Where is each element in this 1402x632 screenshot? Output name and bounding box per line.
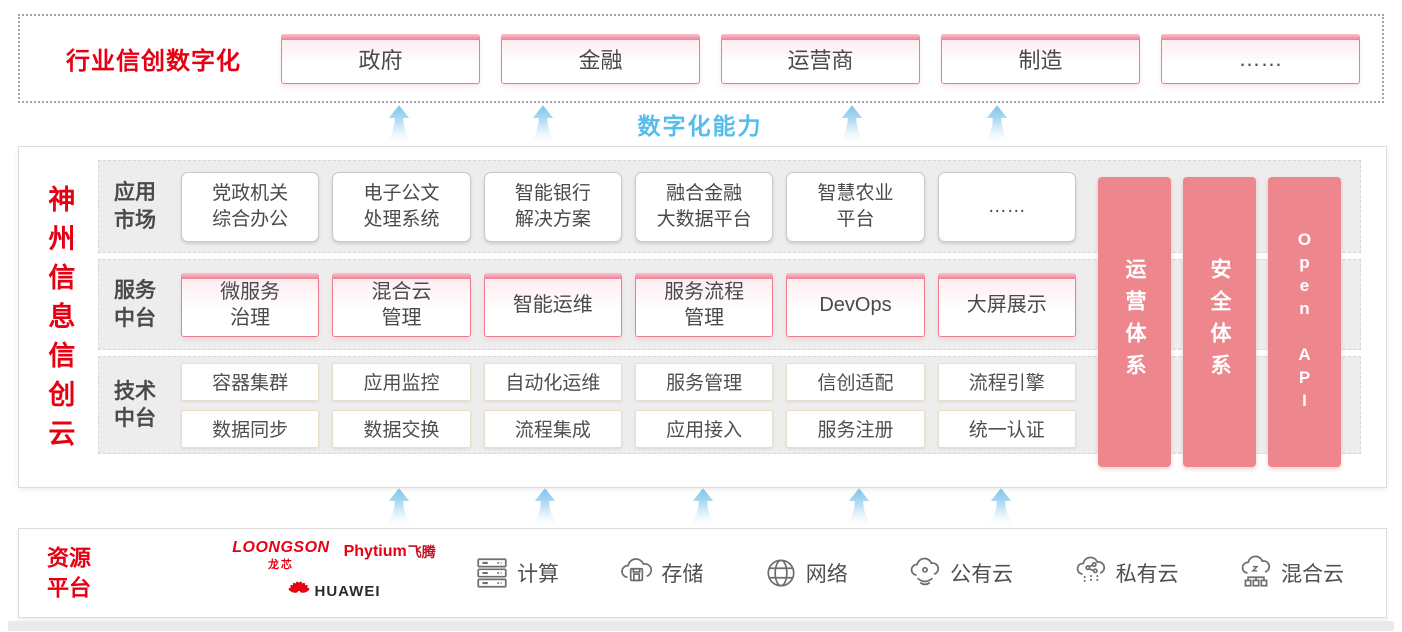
resource-item-label: 存储 bbox=[661, 563, 704, 586]
up-arrow-icon bbox=[839, 105, 865, 143]
sidebar-label: 运营体系 bbox=[1123, 258, 1146, 386]
app-box: 融合金融 大数据平台 bbox=[634, 171, 774, 242]
loongson-logo: LOONGSON 龙芯 bbox=[232, 539, 329, 572]
resource-item-network: 网络 bbox=[763, 555, 848, 591]
up-arrow-icon bbox=[386, 488, 412, 526]
sidebar-security-system: 安全体系 bbox=[1183, 177, 1256, 467]
row-label: 技术 中台 bbox=[114, 379, 156, 430]
app-box: 党政机关 综合办公 bbox=[181, 171, 320, 242]
loongson-name: LOONGSON bbox=[232, 539, 330, 556]
app-box: 智能银行 解决方案 bbox=[483, 171, 622, 242]
hybrid-cloud-icon bbox=[1241, 555, 1271, 587]
cloud-platform-panel: 神州信息信创云 应用 市场 党政机关 综合办公 电子公文 处理系统 智能银行 解… bbox=[18, 146, 1387, 488]
tech-line-top: 容器集群 应用监控 自动化运维 服务管理 信创适配 流程引擎 bbox=[181, 362, 1076, 401]
tech-box: 服务注册 bbox=[786, 409, 925, 448]
industry-box-operator: 运营商 bbox=[721, 33, 920, 84]
up-arrow-icon bbox=[846, 488, 872, 526]
up-arrow-icon bbox=[386, 105, 412, 143]
service-box: 大屏展示 bbox=[937, 272, 1077, 337]
huawei-flower-icon bbox=[288, 581, 309, 593]
tech-box: 容器集群 bbox=[181, 362, 320, 401]
private-cloud-icon bbox=[1076, 556, 1105, 583]
resource-item-label: 私有云 bbox=[1115, 563, 1179, 586]
resource-item-label: 网络 bbox=[805, 563, 848, 586]
up-arrow-icon bbox=[530, 105, 556, 143]
resource-platform-title: 资源 平台 bbox=[47, 545, 92, 600]
resource-item-public-cloud: 公有云 bbox=[907, 555, 1013, 591]
industry-banner: 行业信创数字化 政府 金融 运营商 制造 …… bbox=[18, 14, 1384, 103]
bottom-divider-strip bbox=[8, 621, 1394, 631]
up-arrow-icon bbox=[984, 105, 1010, 143]
industry-label: …… bbox=[1238, 45, 1283, 71]
service-platform-items: 微服务 治理 混合云 管理 智能运维 服务流程 管理 DevOps 大屏展示 bbox=[181, 260, 1077, 349]
phytium-sub: 飞腾 bbox=[407, 544, 436, 560]
tech-box: 数据同步 bbox=[181, 409, 320, 448]
resource-item-private-cloud: 私有云 bbox=[1073, 555, 1179, 591]
row-app-market: 应用 市场 党政机关 综合办公 电子公文 处理系统 智能银行 解决方案 融合金融… bbox=[98, 160, 1361, 253]
industry-label: 运营商 bbox=[787, 47, 854, 73]
banner-title: 行业信创数字化 bbox=[66, 48, 241, 75]
huawei-name: HUAWEI bbox=[314, 582, 381, 600]
sidebar-label: 安全体系 bbox=[1208, 258, 1231, 386]
app-box: 电子公文 处理系统 bbox=[332, 171, 471, 242]
resource-item-hybrid-cloud: 混合云 bbox=[1238, 555, 1344, 591]
app-box: 智慧农业 平台 bbox=[786, 171, 925, 242]
industry-box-finance: 金融 bbox=[501, 33, 700, 84]
service-box: 混合云 管理 bbox=[332, 272, 471, 337]
resource-item-label: 混合云 bbox=[1280, 563, 1344, 586]
capability-label: 数字化能力 bbox=[637, 113, 763, 139]
resource-item-compute: 计算 bbox=[474, 555, 559, 591]
app-market-items: 党政机关 综合办公 电子公文 处理系统 智能银行 解决方案 融合金融 大数据平台… bbox=[181, 161, 1076, 252]
phytium-logo: Phytium 飞腾 bbox=[344, 542, 436, 562]
industry-box-more: …… bbox=[1161, 33, 1360, 84]
sidebar-label: Open API bbox=[1295, 230, 1314, 414]
tech-box: 信创适配 bbox=[786, 362, 925, 401]
tech-box: 应用接入 bbox=[634, 409, 774, 448]
resource-platform-panel: 资源 平台 LOONGSON 龙芯 Phytium 飞腾 bbox=[18, 528, 1387, 618]
industry-box-manufacturing: 制造 bbox=[941, 33, 1140, 84]
tech-box: 服务管理 bbox=[634, 362, 774, 401]
resource-items: 计算 存储 网络 公有云 bbox=[474, 529, 1344, 617]
server-icon bbox=[477, 558, 507, 588]
loongson-sub: 龙芯 bbox=[267, 559, 294, 571]
platform-title-vertical: 神州信息信创云 bbox=[44, 185, 75, 458]
resource-item-label: 计算 bbox=[517, 563, 559, 586]
tech-box: 流程集成 bbox=[483, 409, 622, 448]
industry-box-government: 政府 bbox=[281, 33, 480, 84]
tech-platform-items: 容器集群 应用监控 自动化运维 服务管理 信创适配 流程引擎 数据同步 数据交换… bbox=[181, 357, 1076, 453]
phytium-name: Phytium bbox=[343, 543, 407, 560]
tech-box: 自动化运维 bbox=[483, 362, 622, 401]
storage-cloud-icon bbox=[621, 558, 653, 582]
resource-item-label: 公有云 bbox=[950, 563, 1014, 586]
row-service-platform: 服务 中台 微服务 治理 混合云 管理 智能运维 服务流程 管理 DevOps … bbox=[98, 259, 1361, 350]
up-arrow-icon bbox=[532, 488, 558, 526]
tech-box: 流程引擎 bbox=[937, 362, 1076, 401]
public-cloud-icon bbox=[910, 557, 940, 586]
row-label: 服务 中台 bbox=[114, 279, 156, 330]
network-globe-icon bbox=[767, 559, 795, 587]
tech-line-bottom: 数据同步 数据交换 流程集成 应用接入 服务注册 统一认证 bbox=[181, 409, 1076, 448]
tech-box: 应用监控 bbox=[332, 362, 471, 401]
huawei-logo: HUAWEI bbox=[214, 580, 454, 602]
tech-box: 数据交换 bbox=[332, 409, 471, 448]
industry-label: 政府 bbox=[358, 47, 403, 73]
service-box: 微服务 治理 bbox=[181, 272, 320, 337]
tech-box: 统一认证 bbox=[937, 409, 1076, 448]
row-label: 应用 市场 bbox=[114, 181, 156, 232]
industry-list: 政府 金融 运营商 制造 …… bbox=[281, 33, 1360, 84]
resource-item-storage: 存储 bbox=[618, 555, 703, 591]
service-box: 智能运维 bbox=[483, 272, 623, 337]
sidebar-open-api: Open API bbox=[1268, 177, 1341, 467]
sidebar-operation-system: 运营体系 bbox=[1098, 177, 1171, 467]
up-arrow-icon bbox=[690, 488, 716, 526]
service-box: DevOps bbox=[786, 272, 925, 337]
app-box-more: …… bbox=[937, 171, 1076, 242]
industry-label: 制造 bbox=[1018, 47, 1063, 73]
row-tech-platform: 技术 中台 容器集群 应用监控 自动化运维 服务管理 信创适配 流程引擎 数据同… bbox=[98, 356, 1361, 454]
industry-label: 金融 bbox=[578, 47, 623, 73]
up-arrow-icon bbox=[988, 488, 1014, 526]
service-box: 服务流程 管理 bbox=[634, 272, 774, 337]
vendor-logos: LOONGSON 龙芯 Phytium 飞腾 bbox=[214, 539, 454, 602]
